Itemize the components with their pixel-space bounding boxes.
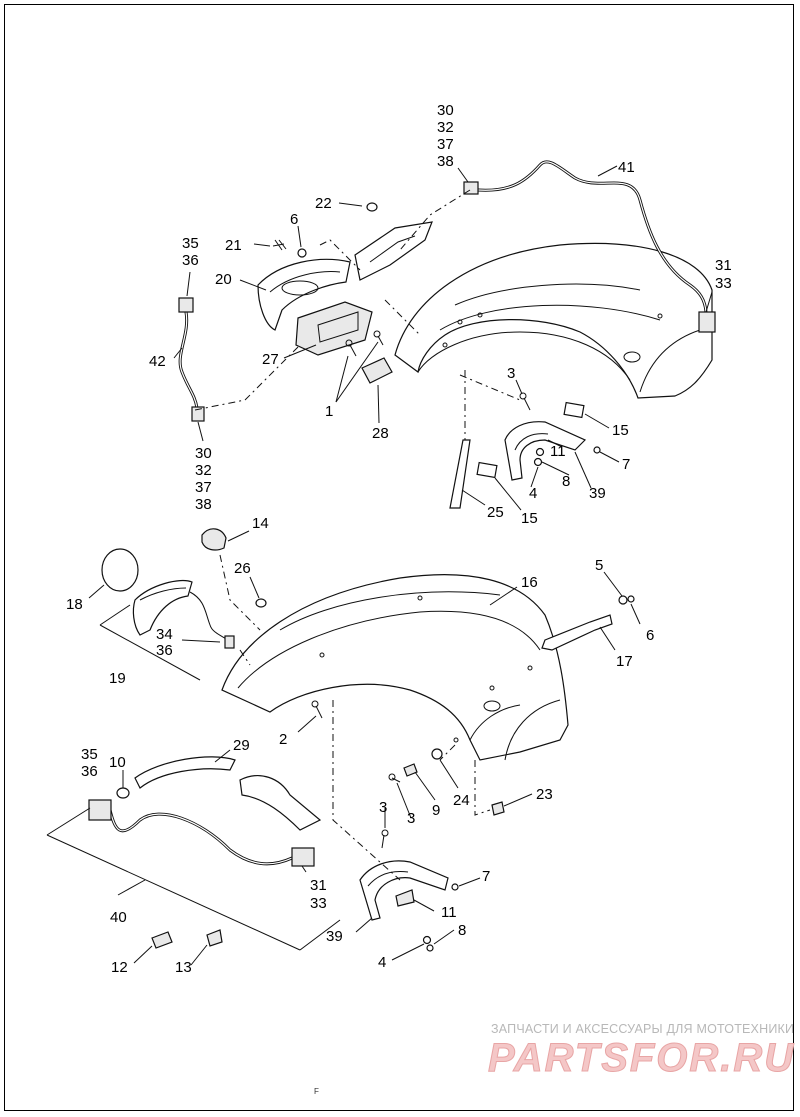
upper-alignment-lines (194, 189, 521, 440)
callout-25: 25 (487, 504, 504, 521)
callout-36: 36 (81, 763, 98, 780)
callout-19: 19 (109, 670, 126, 687)
callout-35: 35 (182, 235, 199, 252)
wire-harness-41 (463, 160, 716, 333)
callout-37: 37 (195, 479, 212, 496)
callout-20: 20 (215, 271, 232, 288)
callout-7: 7 (622, 456, 630, 473)
callout-15: 15 (612, 422, 629, 439)
callout-31: 31 (715, 257, 732, 274)
lower-fasteners (311, 700, 505, 952)
upper-connector-28 (361, 357, 393, 384)
callout-42: 42 (149, 353, 166, 370)
callout-24: 24 (453, 792, 470, 809)
callout-13: 13 (175, 959, 192, 976)
upper-light-housing (257, 258, 351, 331)
callout-31: 31 (310, 877, 327, 894)
callout-11: 11 (441, 904, 457, 921)
callout-22: 22 (315, 195, 332, 212)
watermark-logo: PARTSFOR.RU (487, 1036, 796, 1081)
callout-39: 39 (326, 928, 343, 945)
lens-18 (101, 548, 139, 592)
callout-30: 30 (437, 102, 454, 119)
cover-strips-29 (134, 756, 322, 831)
lower-bracket-39 (359, 860, 449, 921)
callout-8: 8 (458, 922, 466, 939)
light-assembly-19 (99, 579, 235, 681)
callout-37: 37 (437, 136, 454, 153)
callout-29: 29 (233, 737, 250, 754)
callout-6: 6 (646, 627, 654, 644)
diagram-frame (4, 4, 794, 1111)
callout-32: 32 (195, 462, 212, 479)
callout-2: 2 (279, 731, 287, 748)
callout-16: 16 (521, 574, 538, 591)
callout-28: 28 (372, 425, 389, 442)
callout-4: 4 (529, 485, 537, 502)
lower-alignment-lines (219, 554, 491, 881)
callout-8: 8 (562, 473, 570, 490)
callout-41: 41 (618, 159, 635, 176)
callout-40: 40 (110, 909, 127, 926)
callout-33: 33 (310, 895, 327, 912)
wire-harness-42 (178, 297, 205, 422)
callout-6: 6 (290, 211, 298, 228)
callout-labels: 30 32 37 38 41 22 6 21 35 36 20 31 33 42… (66, 102, 732, 976)
callout-12: 12 (111, 959, 128, 976)
callout-34: 34 (156, 626, 173, 643)
callout-5: 5 (595, 557, 603, 574)
callout-38: 38 (195, 496, 212, 513)
callout-3: 3 (379, 799, 387, 816)
callout-15: 15 (521, 510, 538, 527)
callout-38: 38 (437, 153, 454, 170)
callout-21: 21 (225, 237, 242, 254)
callout-39: 39 (589, 485, 606, 502)
callout-9: 9 (432, 802, 440, 819)
clip-10 (116, 787, 130, 799)
callout-36: 36 (182, 252, 199, 269)
callout-3: 3 (507, 365, 515, 382)
terminals-12-13 (151, 929, 223, 949)
lower-harness-40 (46, 799, 341, 951)
callout-33: 33 (715, 275, 732, 292)
upper-leader-lines (173, 165, 713, 511)
callout-4: 4 (378, 954, 386, 971)
callout-7: 7 (482, 868, 490, 885)
upper-fasteners (476, 392, 601, 479)
callout-32: 32 (437, 119, 454, 136)
callout-23: 23 (536, 786, 553, 803)
callout-14: 14 (252, 515, 269, 532)
upper-light-module (295, 301, 373, 356)
callout-36: 36 (156, 642, 173, 659)
rear-fender-16 (221, 574, 569, 761)
page-mark: F (314, 1087, 319, 1096)
watermark-caption: ЗАПЧАСТИ И АКСЕССУАРЫ ДЛЯ МОТОТЕХНИКИ (491, 1022, 795, 1036)
upper-strap-25 (449, 439, 471, 509)
callout-10: 10 (109, 754, 126, 771)
small-parts-upper (272, 202, 378, 258)
callout-30: 30 (195, 445, 212, 462)
callout-27: 27 (262, 351, 279, 368)
upper-bracket-39 (504, 421, 587, 481)
callout-26: 26 (234, 560, 251, 577)
socket-14 (201, 528, 267, 608)
callout-1: 1 (325, 403, 333, 420)
upper-fender (394, 242, 713, 399)
callout-17: 17 (616, 653, 633, 670)
lower-leader-lines (88, 530, 641, 966)
callout-35: 35 (81, 746, 98, 763)
callout-18: 18 (66, 596, 83, 613)
bracket-17 (541, 595, 635, 651)
callout-11: 11 (550, 443, 566, 460)
screws-1 (345, 330, 384, 357)
upper-bracket-plate (354, 221, 433, 281)
callout-3: 3 (407, 810, 415, 827)
